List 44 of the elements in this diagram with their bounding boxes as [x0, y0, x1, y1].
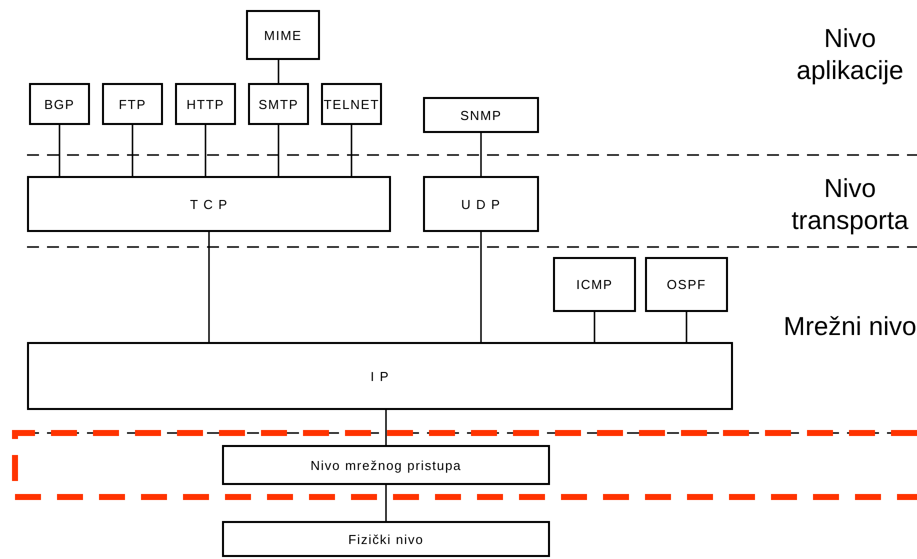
protocol-box	[102, 83, 163, 125]
box-label: TELNET	[324, 96, 380, 112]
protocol-box	[222, 445, 550, 485]
box-label: SNMP	[460, 108, 502, 122]
box-label: BGP	[44, 96, 75, 112]
protocol-box	[222, 521, 550, 557]
protocol-box	[246, 10, 320, 60]
protocol-box	[27, 176, 391, 232]
box-label: HTTP	[186, 96, 224, 112]
box-label: I P	[370, 368, 390, 384]
connector-line	[204, 125, 206, 176]
protocol-box	[423, 176, 539, 232]
protocol-box	[29, 83, 90, 125]
protocol-box	[645, 257, 728, 312]
box-label: SMTP	[258, 96, 299, 112]
box-label: Nivo mrežnog pristupa	[310, 458, 462, 472]
protocol-box	[321, 83, 382, 125]
box-label: OSPF	[666, 277, 706, 292]
box-label: U D P	[461, 196, 501, 212]
connector-line	[385, 485, 387, 521]
protocol-box	[553, 257, 636, 312]
protocol-box	[175, 83, 236, 125]
connector-line	[686, 312, 688, 342]
protocol-box	[248, 83, 309, 125]
connector-line	[480, 232, 482, 342]
connector-line	[132, 125, 134, 176]
layer-label: Nivo transporta	[790, 172, 910, 236]
box-label: Fizički nivo	[348, 532, 424, 546]
box-label: ICMP	[576, 277, 613, 292]
connector-line	[58, 125, 60, 176]
box-label: T C P	[190, 196, 228, 212]
connector-line	[480, 133, 482, 176]
box-label: MIME	[264, 28, 302, 42]
layer-label: Nivo aplikacije	[796, 22, 904, 86]
protocol-box	[423, 97, 539, 133]
layer-label: Mrežni nivo	[782, 310, 917, 342]
connector-line	[278, 60, 280, 83]
connector-line	[385, 410, 387, 445]
connector-line	[208, 232, 210, 342]
connector-line	[278, 125, 280, 176]
connector-line	[350, 125, 352, 176]
protocol-box	[27, 342, 733, 410]
connector-line	[594, 312, 596, 342]
box-label: FTP	[118, 96, 146, 112]
